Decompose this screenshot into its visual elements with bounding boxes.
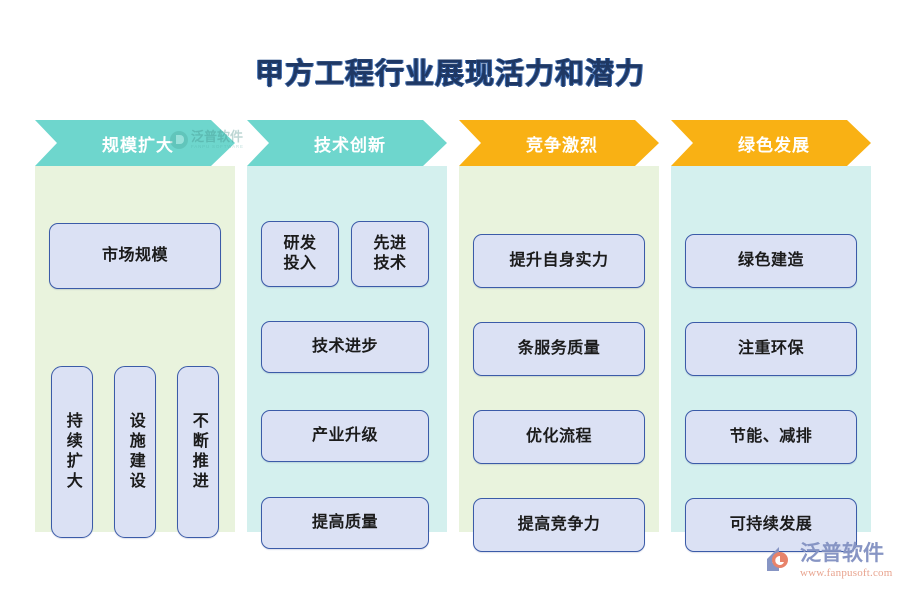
card-environmental-protection[interactable]: 注重环保	[685, 322, 857, 376]
card-sustainable-development[interactable]: 可持续发展	[685, 498, 857, 552]
card-improve-quality[interactable]: 提高质量	[261, 497, 429, 549]
page-title: 甲方工程行业展现活力和潜力	[254, 58, 645, 90]
fanpu-brand-icon	[765, 544, 795, 574]
column-4-panel: 绿色建造 注重环保 节能、减排 可持续发展	[671, 166, 871, 552]
column-header-scale-expansion[interactable]: 规模扩大	[35, 120, 235, 166]
column-header-label: 绿色发展	[738, 135, 810, 155]
column-header-green-development[interactable]: 绿色发展	[671, 120, 871, 166]
card-facility-construction[interactable]: 设施建设	[114, 366, 156, 538]
card-service-quality[interactable]: 条服务质量	[473, 322, 645, 376]
column-header-tech-innovation[interactable]: 技术创新	[247, 120, 447, 166]
card-green-construction[interactable]: 绿色建造	[685, 234, 857, 288]
column-3-panel: 提升自身实力 条服务质量 优化流程 提高竞争力	[459, 166, 659, 552]
column-green-development: 绿色建造 注重环保 节能、减排 可持续发展 绿色发展	[671, 120, 871, 552]
card-optimize-process[interactable]: 优化流程	[473, 410, 645, 464]
card-continuous-expansion[interactable]: 持续扩大	[51, 366, 93, 538]
column-header-label: 竞争激烈	[526, 135, 598, 155]
card-rd-investment[interactable]: 研发 投入	[261, 221, 339, 287]
card-industry-upgrade[interactable]: 产业升级	[261, 410, 429, 462]
column-header-label: 规模扩大	[102, 135, 174, 155]
column-scale-expansion: 市场规模 持续扩大 设施建设 不断推进 规模扩大	[35, 120, 235, 538]
card-tech-progress[interactable]: 技术进步	[261, 321, 429, 373]
brand-logo: 泛普软件 www.fanpusoft.com	[765, 543, 893, 579]
column-2-panel: 研发 投入 先进 技术 技术进步 产业升级 提高质量	[247, 166, 447, 549]
card-continuous-advancement[interactable]: 不断推进	[177, 366, 219, 538]
brand-name-cn: 泛普软件	[800, 542, 884, 565]
card-market-scale[interactable]: 市场规模	[49, 223, 221, 289]
column-1-panel: 市场规模 持续扩大 设施建设 不断推进	[35, 166, 235, 538]
card-improve-competitiveness[interactable]: 提高竞争力	[473, 498, 645, 552]
column-tech-innovation: 研发 投入 先进 技术 技术进步 产业升级 提高质量 技术创新	[247, 120, 447, 549]
column-header-fierce-competition[interactable]: 竞争激烈	[459, 120, 659, 166]
card-advanced-technology[interactable]: 先进 技术	[351, 221, 429, 287]
brand-url: www.fanpusoft.com	[800, 567, 893, 579]
card-energy-saving-emission-reduction[interactable]: 节能、减排	[685, 410, 857, 464]
column-fierce-competition: 提升自身实力 条服务质量 优化流程 提高竞争力 竞争激烈	[459, 120, 659, 552]
column-header-label: 技术创新	[314, 135, 386, 155]
brand-text: 泛普软件 www.fanpusoft.com	[800, 543, 893, 579]
card-enhance-own-strength[interactable]: 提升自身实力	[473, 234, 645, 288]
